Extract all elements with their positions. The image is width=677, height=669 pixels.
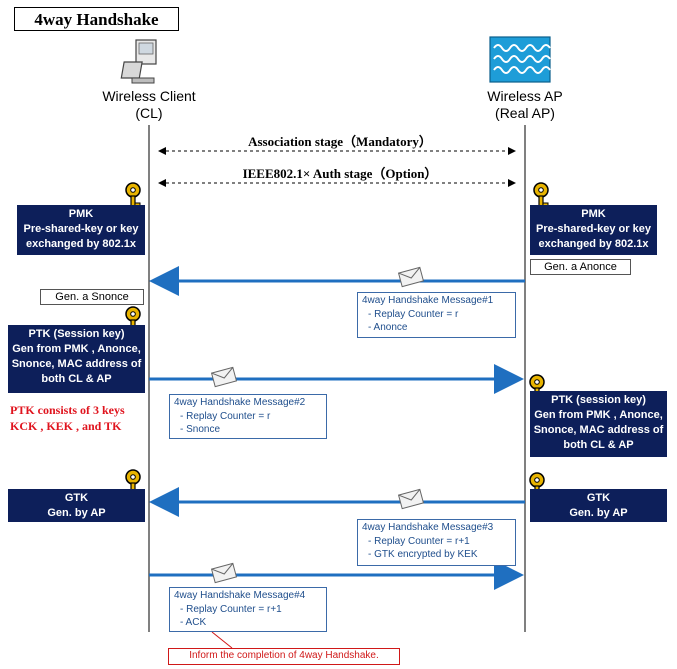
ptk-client-line2: Snonce, MAC address of	[11, 358, 142, 370]
computer-icon	[120, 39, 157, 84]
message-3-box: 4way Handshake Message#3 - Replay Counte…	[357, 519, 516, 566]
pmk-ap-title: PMK	[581, 208, 606, 220]
ap-abbr: (Real AP)	[495, 105, 555, 121]
message-3-replay: - Replay Counter = r+1	[368, 535, 470, 547]
message-4-title: 4way Handshake Message#4	[174, 590, 306, 601]
ptk-ap-line1: Gen from PMK , Anonce,	[534, 409, 663, 421]
message-2-replay: - Replay Counter = r	[180, 410, 271, 422]
message-4-replay: - Replay Counter = r+1	[180, 603, 282, 615]
ptk-ap-line3: both CL & AP	[563, 439, 634, 451]
ptk-ap-title: PTK (session key)	[551, 394, 646, 406]
message-3-title: 4way Handshake Message#3	[362, 522, 494, 533]
association-stage-label: Association stage（Mandatory）	[248, 134, 432, 149]
message-4-box: 4way Handshake Message#4 - Replay Counte…	[169, 587, 327, 632]
message-1-title: 4way Handshake Message#1	[362, 295, 494, 306]
envelope-icon	[211, 562, 237, 584]
envelope-icon	[398, 266, 424, 288]
auth-stage-label: IEEE802.1× Auth stage（Option）	[242, 166, 438, 181]
client-name: Wireless Client	[102, 88, 196, 104]
message-2-box: 4way Handshake Message#2 - Replay Counte…	[169, 394, 327, 439]
pmk-ap-line2: exchanged by 802.1x	[538, 238, 649, 250]
ptk-client-line3: both CL & AP	[41, 373, 112, 385]
message-2-content: - Snonce	[180, 424, 221, 435]
pmk-ap-line1: Pre-shared-key or key	[536, 223, 651, 235]
gtk-ap-line1: Gen. by AP	[569, 507, 628, 519]
ptk-ap-line2: Snonce, MAC address of	[533, 424, 664, 436]
gtk-client-box: GTK Gen. by AP	[8, 489, 145, 522]
note-connector	[211, 631, 233, 649]
gtk-client-line1: Gen. by AP	[47, 507, 106, 519]
ptk-keys-line2: KCK , KEK , and TK	[10, 419, 122, 433]
ptk-client-box: PTK (Session key) Gen from PMK , Anonce,…	[8, 325, 145, 393]
gtk-ap-box: GTK Gen. by AP	[530, 489, 667, 522]
message-1-box: 4way Handshake Message#1 - Replay Counte…	[357, 292, 516, 338]
ptk-client-line1: Gen from PMK , Anonce,	[12, 343, 141, 355]
ptk-client-title: PTK (Session key)	[28, 328, 125, 340]
access-point-icon	[489, 36, 551, 83]
ptk-keys-note: PTK consists of 3 keys KCK , KEK , and T…	[10, 402, 150, 434]
message-3-content: - GTK encrypted by KEK	[368, 549, 478, 560]
ptk-keys-line1: PTK consists of 3 keys	[10, 403, 125, 417]
message-1-content: - Anonce	[368, 322, 408, 333]
envelope-icon	[398, 488, 424, 510]
completion-note: Inform the completion of 4way Handshake.	[168, 648, 400, 665]
gtk-ap-title: GTK	[586, 492, 611, 504]
ap-name: Wireless AP	[487, 88, 563, 104]
pmk-client-box: PMK Pre-shared-key or key exchanged by 8…	[17, 205, 145, 255]
envelope-icon	[211, 366, 237, 388]
message-1-replay: - Replay Counter = r	[368, 308, 459, 320]
pmk-client-title: PMK	[68, 208, 94, 220]
gtk-client-title: GTK	[64, 492, 89, 504]
gen-snonce-label: Gen. a Snonce	[40, 289, 144, 305]
diagram-title: 4way Handshake	[14, 7, 179, 31]
pmk-client-line1: Pre-shared-key or key	[23, 223, 139, 235]
gen-anonce-label: Gen. a Anonce	[530, 259, 631, 275]
ptk-ap-box: PTK (session key) Gen from PMK , Anonce,…	[530, 391, 667, 457]
pmk-client-line2: exchanged by 802.1x	[25, 238, 137, 250]
ap-label: Wireless AP (Real AP)	[465, 88, 585, 122]
client-abbr: (CL)	[135, 105, 163, 121]
message-4-content: - ACK	[180, 617, 207, 628]
message-2-title: 4way Handshake Message#2	[174, 397, 306, 408]
pmk-ap-box: PMK Pre-shared-key or key exchanged by 8…	[530, 205, 657, 255]
client-label: Wireless Client (CL)	[89, 88, 209, 122]
